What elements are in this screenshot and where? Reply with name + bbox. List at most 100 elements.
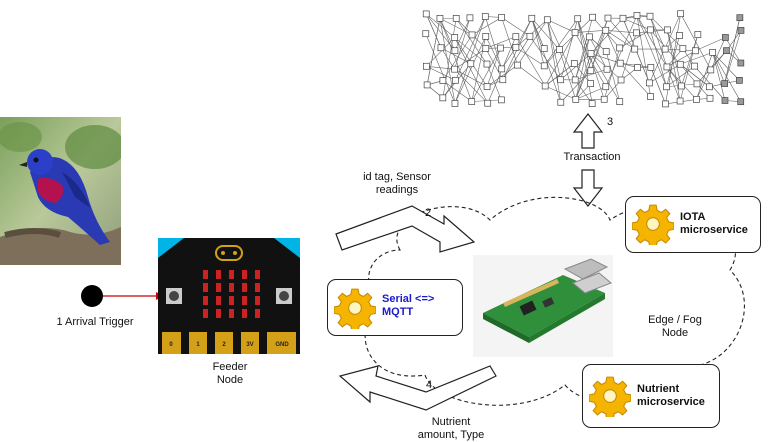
pin-gnd: GND bbox=[275, 342, 289, 348]
tangle-node bbox=[617, 76, 625, 84]
tangle-node bbox=[693, 80, 701, 88]
tangle-node bbox=[633, 12, 641, 19]
tangle-node bbox=[528, 14, 536, 22]
tangle-node bbox=[600, 95, 608, 103]
tangle-node bbox=[497, 44, 504, 52]
transaction-label: Transaction bbox=[563, 151, 621, 163]
tangle-node bbox=[497, 96, 505, 104]
tangle-node bbox=[570, 60, 578, 67]
tangle-node bbox=[587, 50, 595, 57]
tangle-node bbox=[737, 98, 745, 106]
tangle-node bbox=[631, 45, 639, 53]
tangle-node bbox=[468, 31, 476, 39]
tangle-node bbox=[512, 33, 520, 40]
step-3-label: 3 bbox=[606, 116, 614, 128]
tangle-node bbox=[422, 30, 430, 38]
tangle-node bbox=[466, 14, 474, 22]
tangle-node bbox=[736, 14, 744, 22]
edge-fog-label: Edge / Fog Node bbox=[648, 314, 702, 339]
tangle-node bbox=[646, 12, 654, 20]
tangle-node bbox=[707, 66, 715, 74]
bird-photo bbox=[0, 117, 121, 265]
pin-1: 1 bbox=[196, 342, 200, 348]
tangle-node bbox=[543, 16, 551, 24]
tangle-node bbox=[663, 63, 671, 71]
tangle-node bbox=[604, 14, 612, 22]
tangle-node bbox=[437, 44, 445, 52]
serial-mqtt-label: Serial <=> MQTT bbox=[382, 293, 435, 318]
tangle-node bbox=[709, 49, 717, 56]
gear-icon bbox=[334, 288, 376, 329]
tangle-node bbox=[498, 65, 506, 73]
step-2-label: 2 bbox=[424, 207, 432, 219]
tangle-node bbox=[736, 77, 743, 84]
iota-label: IOTA microservice bbox=[680, 211, 748, 236]
tangle-node bbox=[589, 13, 596, 21]
tangle-node bbox=[602, 83, 610, 91]
tangle-node bbox=[436, 15, 444, 22]
tangle-node bbox=[602, 26, 610, 34]
tangle-node bbox=[451, 47, 459, 55]
tangle-node bbox=[540, 62, 548, 70]
tangle-node bbox=[721, 80, 728, 87]
trigger-dot bbox=[81, 285, 103, 307]
pin-2: 2 bbox=[222, 342, 226, 348]
tangle-node bbox=[574, 15, 582, 23]
serial-mqtt-service: Serial <=> MQTT bbox=[327, 279, 463, 336]
tangle-node bbox=[646, 79, 653, 87]
tangle-node bbox=[540, 45, 548, 52]
tangle-node bbox=[616, 98, 624, 105]
transaction-double-arrow bbox=[572, 113, 604, 207]
tangle-node bbox=[664, 26, 671, 34]
nutrient-label: Nutrient microservice bbox=[637, 383, 705, 408]
tangle-node bbox=[452, 15, 460, 22]
tangle-node bbox=[586, 33, 593, 41]
tangle-node bbox=[526, 32, 534, 40]
tangle-node bbox=[499, 76, 507, 84]
pin-3v: 3V bbox=[246, 342, 253, 348]
tangle-node bbox=[619, 14, 627, 22]
tangle-node bbox=[633, 29, 640, 37]
tangle-node bbox=[647, 93, 654, 100]
gear-icon bbox=[589, 376, 631, 417]
tangle-node bbox=[603, 65, 611, 73]
tangle-node bbox=[588, 100, 596, 108]
gear-icon bbox=[632, 204, 674, 245]
tangle-node bbox=[557, 98, 565, 106]
feeder-node-label: Feeder Node bbox=[212, 361, 248, 386]
tangle-node bbox=[616, 59, 624, 67]
tangle-node bbox=[706, 94, 714, 102]
nutrient-amount-label: Nutrient amount, Type bbox=[417, 416, 485, 441]
tangle-node bbox=[498, 14, 505, 21]
tangle-node bbox=[737, 27, 745, 34]
tangle-node bbox=[514, 61, 521, 69]
tangle-node bbox=[467, 60, 475, 68]
tangle-node bbox=[677, 10, 684, 18]
arrival-trigger-arrow bbox=[81, 285, 164, 307]
tangle-node bbox=[662, 100, 669, 108]
step-4-label: 4 bbox=[425, 379, 433, 391]
tangle-node bbox=[587, 67, 595, 75]
tangle-node bbox=[647, 64, 655, 71]
nutrient-service: Nutrient microservice bbox=[582, 364, 720, 428]
readings-label: id tag, Sensor readings bbox=[363, 171, 431, 196]
tangle-node bbox=[423, 81, 431, 89]
tangle-node bbox=[691, 47, 699, 55]
tangle-node bbox=[555, 46, 563, 53]
tangle-node bbox=[484, 99, 492, 107]
tangle-node bbox=[691, 62, 698, 70]
tangle-node bbox=[557, 76, 565, 84]
tangle-node bbox=[481, 13, 489, 20]
tangle-node bbox=[451, 65, 458, 73]
tangle-node bbox=[676, 32, 683, 39]
pin-0: 0 bbox=[169, 342, 173, 348]
tangle-node bbox=[723, 47, 730, 55]
tangle-node bbox=[541, 82, 549, 90]
tangle-node bbox=[423, 62, 430, 70]
tangle-dag bbox=[422, 10, 745, 108]
tangle-node bbox=[679, 45, 687, 52]
tangle-node bbox=[482, 45, 490, 52]
tangle-node bbox=[721, 97, 729, 104]
readings-arrow bbox=[335, 205, 476, 253]
tangle-node bbox=[587, 80, 595, 87]
